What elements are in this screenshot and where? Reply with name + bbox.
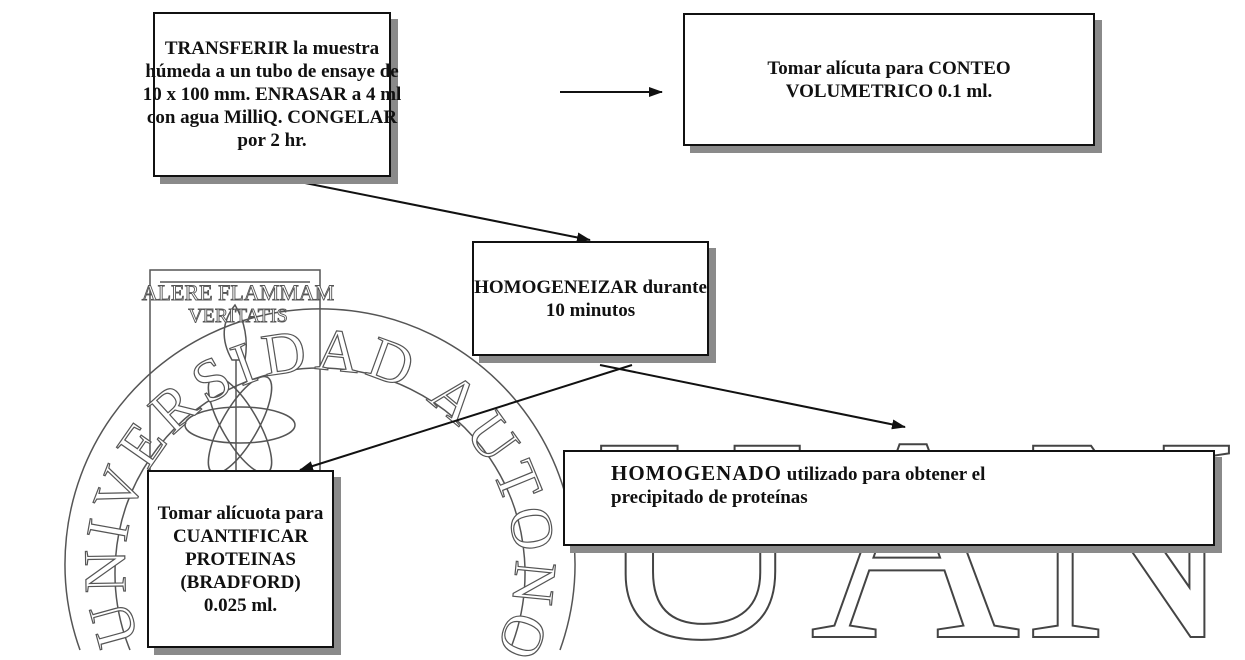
transfer-line-1: TRANSFERIR la muestra <box>164 38 380 59</box>
arrow-homogeneizar-to-homogenado <box>599 364 906 430</box>
transfer-line-4: con agua MilliQ. CONGELAR <box>146 107 398 128</box>
homogenado-line-1: HOMOGENADO utilizado para obtener el <box>611 462 985 486</box>
step-homogeneizar-box: HOMOGENEIZAR durante 10 minutos <box>472 241 709 356</box>
conteo-line-2: VOLUMETRICO 0.1 ml. <box>785 80 993 102</box>
step-conteo-box: Tomar alícuta para CONTEO VOLUMETRICO 0.… <box>683 13 1095 146</box>
homogeneizar-line-1: HOMOGENEIZAR durante <box>474 276 707 298</box>
transfer-line-5: por 2 hr. <box>237 130 307 151</box>
arrow-homogeneizar-to-cuantificar <box>299 364 633 471</box>
step-transfer-box: TRANSFERIR la muestra húmeda a un tubo d… <box>143 12 401 177</box>
homogenado-rest: utilizado para obtener el <box>782 464 986 485</box>
cuantificar-line-1: Tomar alícuota para <box>157 502 324 524</box>
conteo-line-1: Tomar alícuta para CONTEO <box>767 57 1011 79</box>
arrow-transfer-to-homogeneizar <box>299 181 591 243</box>
transfer-line-2: húmeda a un tubo de ensaye de <box>145 61 399 82</box>
step-cuantificar-box: Tomar alícuota para CUANTIFICAR PROTEINA… <box>147 470 334 648</box>
cuantificar-line-2: CUANTIFICAR <box>172 525 309 547</box>
homogenado-line-2: precipitado de proteínas <box>611 487 808 508</box>
homogenado-lead: HOMOGENADO <box>611 461 782 485</box>
cuantificar-line-5: 0.025 ml. <box>203 594 278 616</box>
homogeneizar-line-2: 10 minutos <box>545 299 636 321</box>
seal-motto-line-2: VERITATIS <box>188 305 288 327</box>
transfer-line-3: 10 x 100 mm. ENRASAR a 4 ml <box>142 84 402 105</box>
seal-motto-line-1: ALERE FLAMMAM <box>142 280 335 305</box>
cuantificar-line-3: PROTEINAS <box>185 548 296 570</box>
step-homogenado-box: HOMOGENADO utilizado para obtener el pre… <box>563 450 1215 546</box>
cuantificar-line-4: (BRADFORD) <box>180 571 301 593</box>
